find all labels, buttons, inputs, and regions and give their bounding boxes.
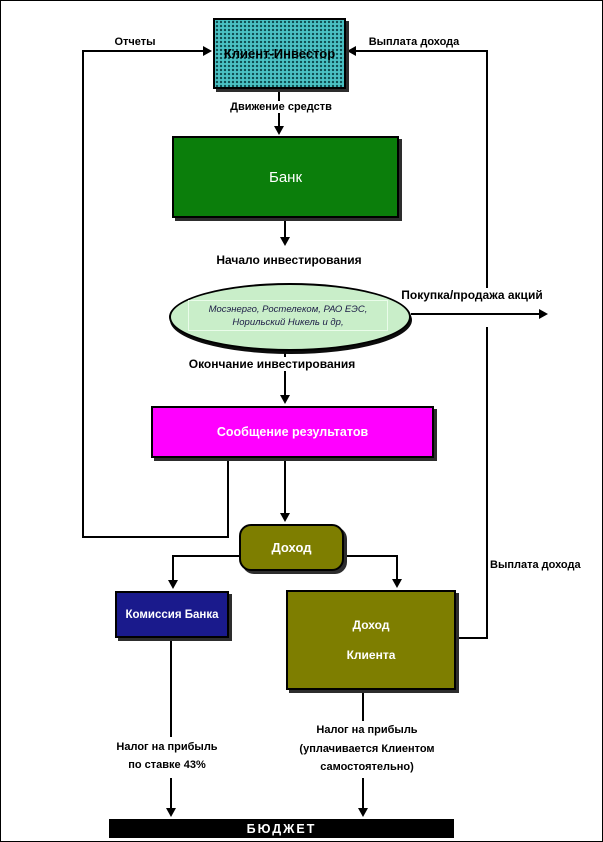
- label-tax-right-line2: (уплачивается Клиентом: [299, 742, 435, 755]
- arrowhead-tax-left-into-budget: [166, 808, 176, 817]
- connector-reports-left-vertical: [82, 50, 84, 537]
- market-companies-text: Мосэнерго, Ростелеком, РАО ЕЭС, Норильск…: [188, 300, 388, 331]
- node-results-report-label: Сообщение результатов: [216, 425, 369, 439]
- arrowhead-investment-start: [280, 237, 290, 246]
- node-client-income: Доход Клиента: [286, 590, 456, 690]
- arrowhead-into-results: [280, 395, 290, 404]
- connector-loop-bottom-horizontal: [82, 536, 228, 538]
- label-funds-movement: Движение средств: [229, 101, 333, 113]
- label-tax-left: Налог на прибыль по ставке 43%: [97, 738, 237, 774]
- arrowhead-tax-right-into-budget: [358, 808, 368, 817]
- node-bank-commission-label: Комиссия Банка: [125, 608, 219, 621]
- label-tax-right-line3: самостоятельно): [320, 761, 414, 773]
- arrowhead-into-bank: [274, 126, 284, 135]
- arrowhead-into-bank-fee: [168, 580, 178, 589]
- label-income-payment-top: Выплата дохода: [368, 36, 460, 48]
- node-bank: Банк: [172, 136, 399, 218]
- label-tax-left-line1: Налог на прибыль: [116, 741, 218, 753]
- connector-payment-right-vertical-upper: [486, 50, 488, 297]
- market-companies-line2: Норильский Никель и др,: [232, 316, 344, 328]
- connector-payment-top-horizontal: [353, 50, 488, 52]
- label-tax-right: Налог на прибыль (уплачивается Клиентом …: [287, 721, 447, 777]
- node-market-ellipse: [169, 283, 411, 351]
- node-budget-label: БЮДЖЕТ: [246, 821, 317, 836]
- label-reports: Отчеты: [114, 36, 156, 48]
- connector-reports-top-horizontal: [82, 50, 206, 52]
- connector-clientincome-to-tax-label: [362, 690, 364, 721]
- connector-fee-to-tax-label: [170, 638, 172, 737]
- node-income: Доход: [239, 524, 344, 571]
- arrowhead-into-client-income: [392, 579, 402, 588]
- connector-purchase-horizontal: [411, 313, 539, 315]
- market-companies-line1: Мосэнерго, Ростелеком, РАО ЕЭС,: [208, 303, 368, 315]
- label-investment-end: Окончание инвестирования: [182, 357, 362, 371]
- node-client-investor-label: Клиент-Инвестор: [223, 46, 336, 61]
- arrowhead-reports-into-client: [203, 46, 212, 56]
- node-bank-commission: Комиссия Банка: [115, 591, 229, 638]
- connector-income-right-horizontal: [344, 555, 398, 557]
- connector-results-loop-vertical: [227, 458, 229, 538]
- arrowhead-purchase-right: [539, 309, 548, 319]
- label-tax-right-line1: Налог на прибыль: [316, 724, 418, 736]
- node-results-report: Сообщение результатов: [151, 406, 434, 458]
- label-tax-left-line2: по ставке 43%: [128, 759, 206, 771]
- label-buy-sell-shares: Покупка/продажа акций: [399, 288, 545, 302]
- connector-ellipse-to-results: [284, 348, 286, 396]
- node-client-income-line1: Доход: [352, 618, 390, 632]
- label-income-payment-right: Выплата дохода: [490, 559, 581, 571]
- connector-results-to-income: [284, 458, 286, 514]
- node-budget: БЮДЖЕТ: [109, 819, 454, 838]
- node-bank-label: Банк: [268, 168, 303, 186]
- connector-payment-right-vertical-lower: [486, 327, 488, 639]
- connector-income-left-vertical: [172, 555, 174, 581]
- node-income-label: Доход: [271, 540, 312, 555]
- label-investment-start: Начало инвестирования: [216, 253, 362, 267]
- connector-tax-left-arrow: [170, 778, 172, 809]
- connector-clientincome-to-payment: [456, 637, 488, 639]
- arrowhead-into-income: [280, 513, 290, 522]
- connector-tax-right-arrow: [362, 778, 364, 809]
- connector-income-left-horizontal: [172, 555, 239, 557]
- node-client-investor: Клиент-Инвестор: [213, 18, 346, 89]
- connector-income-right-vertical: [396, 555, 398, 581]
- arrowhead-payment-into-client: [347, 46, 356, 56]
- node-client-income-line2: Клиента: [346, 648, 396, 662]
- connector-bank-to-start-label: [284, 218, 286, 238]
